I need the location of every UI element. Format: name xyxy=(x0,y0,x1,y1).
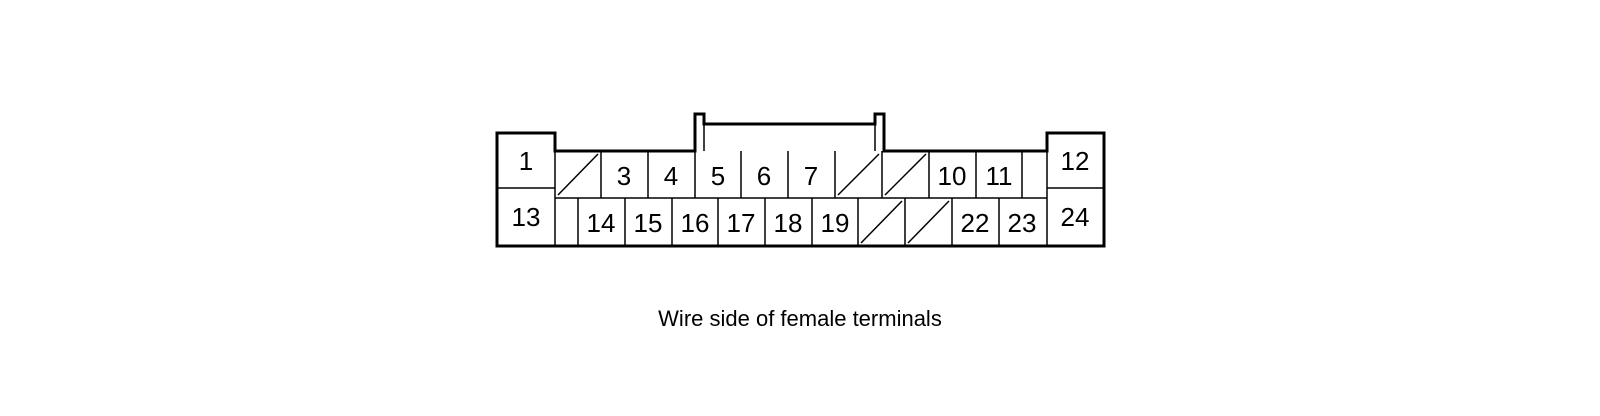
pin-label-22: 22 xyxy=(961,208,990,238)
blank-cavity-pin-21 xyxy=(907,200,950,244)
pin-label-16: 16 xyxy=(681,208,710,238)
pin-label-5: 5 xyxy=(711,161,725,191)
bottom-row-separators xyxy=(577,198,1000,246)
pin-label-12: 12 xyxy=(1061,146,1090,176)
pin-label-18: 18 xyxy=(774,208,803,238)
top-row-separators xyxy=(600,151,1023,198)
pin-label-4: 4 xyxy=(664,161,678,191)
pin-label-13: 13 xyxy=(512,202,541,232)
blank-cavity-pin-9 xyxy=(884,153,927,196)
pin-label-14: 14 xyxy=(587,208,616,238)
pin-label-1: 1 xyxy=(519,146,533,176)
blank-cavity-pin-20 xyxy=(860,200,903,244)
diagram-caption: Wire side of female terminals xyxy=(658,306,942,331)
pin-label-11: 11 xyxy=(986,161,1013,191)
pin-label-3: 3 xyxy=(617,161,631,191)
pin-label-6: 6 xyxy=(757,161,771,191)
blank-cavity-pin-8 xyxy=(837,153,880,196)
pin-label-23: 23 xyxy=(1008,208,1037,238)
pin-label-15: 15 xyxy=(634,208,663,238)
blank-cavity-pin-2 xyxy=(557,153,599,196)
pin-label-19: 19 xyxy=(821,208,850,238)
pin-label-17: 17 xyxy=(727,208,756,238)
pin-label-10: 10 xyxy=(938,161,967,191)
pin-label-24: 24 xyxy=(1061,202,1090,232)
pin-label-7: 7 xyxy=(804,161,818,191)
